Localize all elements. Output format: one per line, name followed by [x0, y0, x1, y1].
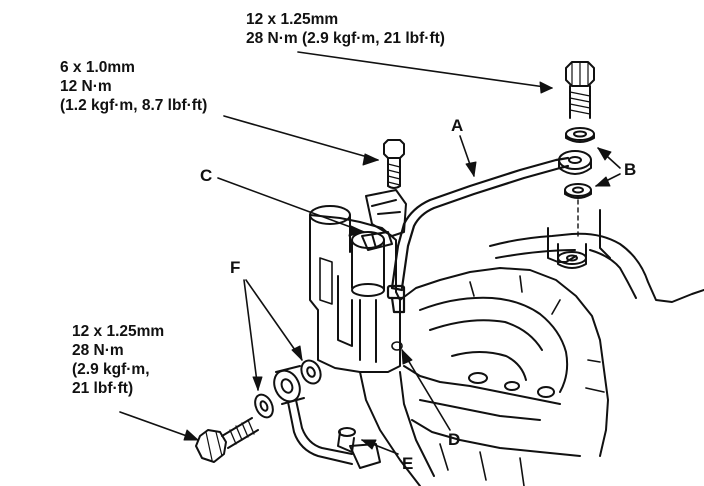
pipe-a	[386, 156, 570, 314]
mid-bolt-spec: 6 x 1.0mm 12 N·m (1.2 kgf·m, 8.7 lbf·ft)	[60, 58, 207, 115]
bottom-bolt-torque-alt-1: (2.9 kgf·m,	[72, 361, 150, 378]
leader-lines	[119, 51, 621, 455]
bottom-bolt-size: 12 x 1.25mm	[72, 323, 165, 340]
bottom-bolt-torque-alt-2: 21 lbf·ft)	[72, 380, 134, 397]
mid-bolt	[383, 139, 405, 189]
callout-e: E	[402, 454, 414, 473]
upper-mount	[489, 209, 704, 303]
transmission-case	[359, 267, 609, 486]
bottom-bolt-torque: 28 N·m	[72, 342, 124, 359]
bottom-bolt-assembly	[195, 359, 381, 469]
top-bolt-spec: 12 x 1.25mm 28 N·m (2.9 kgf·m, 21 lbf·ft…	[246, 10, 445, 48]
clip-c	[361, 231, 393, 251]
bottom-bolt-spec: 12 x 1.25mm 28 N·m (2.9 kgf·m, 21 lbf·ft…	[72, 322, 164, 398]
mid-bolt-torque: 12 N·m	[60, 78, 112, 95]
callout-c: C	[200, 166, 213, 185]
callout-d: D	[448, 430, 461, 449]
mid-bolt-torque-alt: (1.2 kgf·m, 8.7 lbf·ft)	[60, 97, 208, 114]
callout-a: A	[451, 116, 464, 135]
mid-bolt-size: 6 x 1.0mm	[60, 59, 135, 76]
callout-b: B	[624, 160, 637, 179]
top-bolt-assembly	[557, 61, 595, 269]
callout-f: F	[230, 258, 241, 277]
top-bolt-size: 12 x 1.25mm	[246, 11, 339, 28]
top-bolt-torque: 28 N·m (2.9 kgf·m, 21 lbf·ft)	[246, 30, 445, 47]
valve-body	[309, 189, 407, 373]
